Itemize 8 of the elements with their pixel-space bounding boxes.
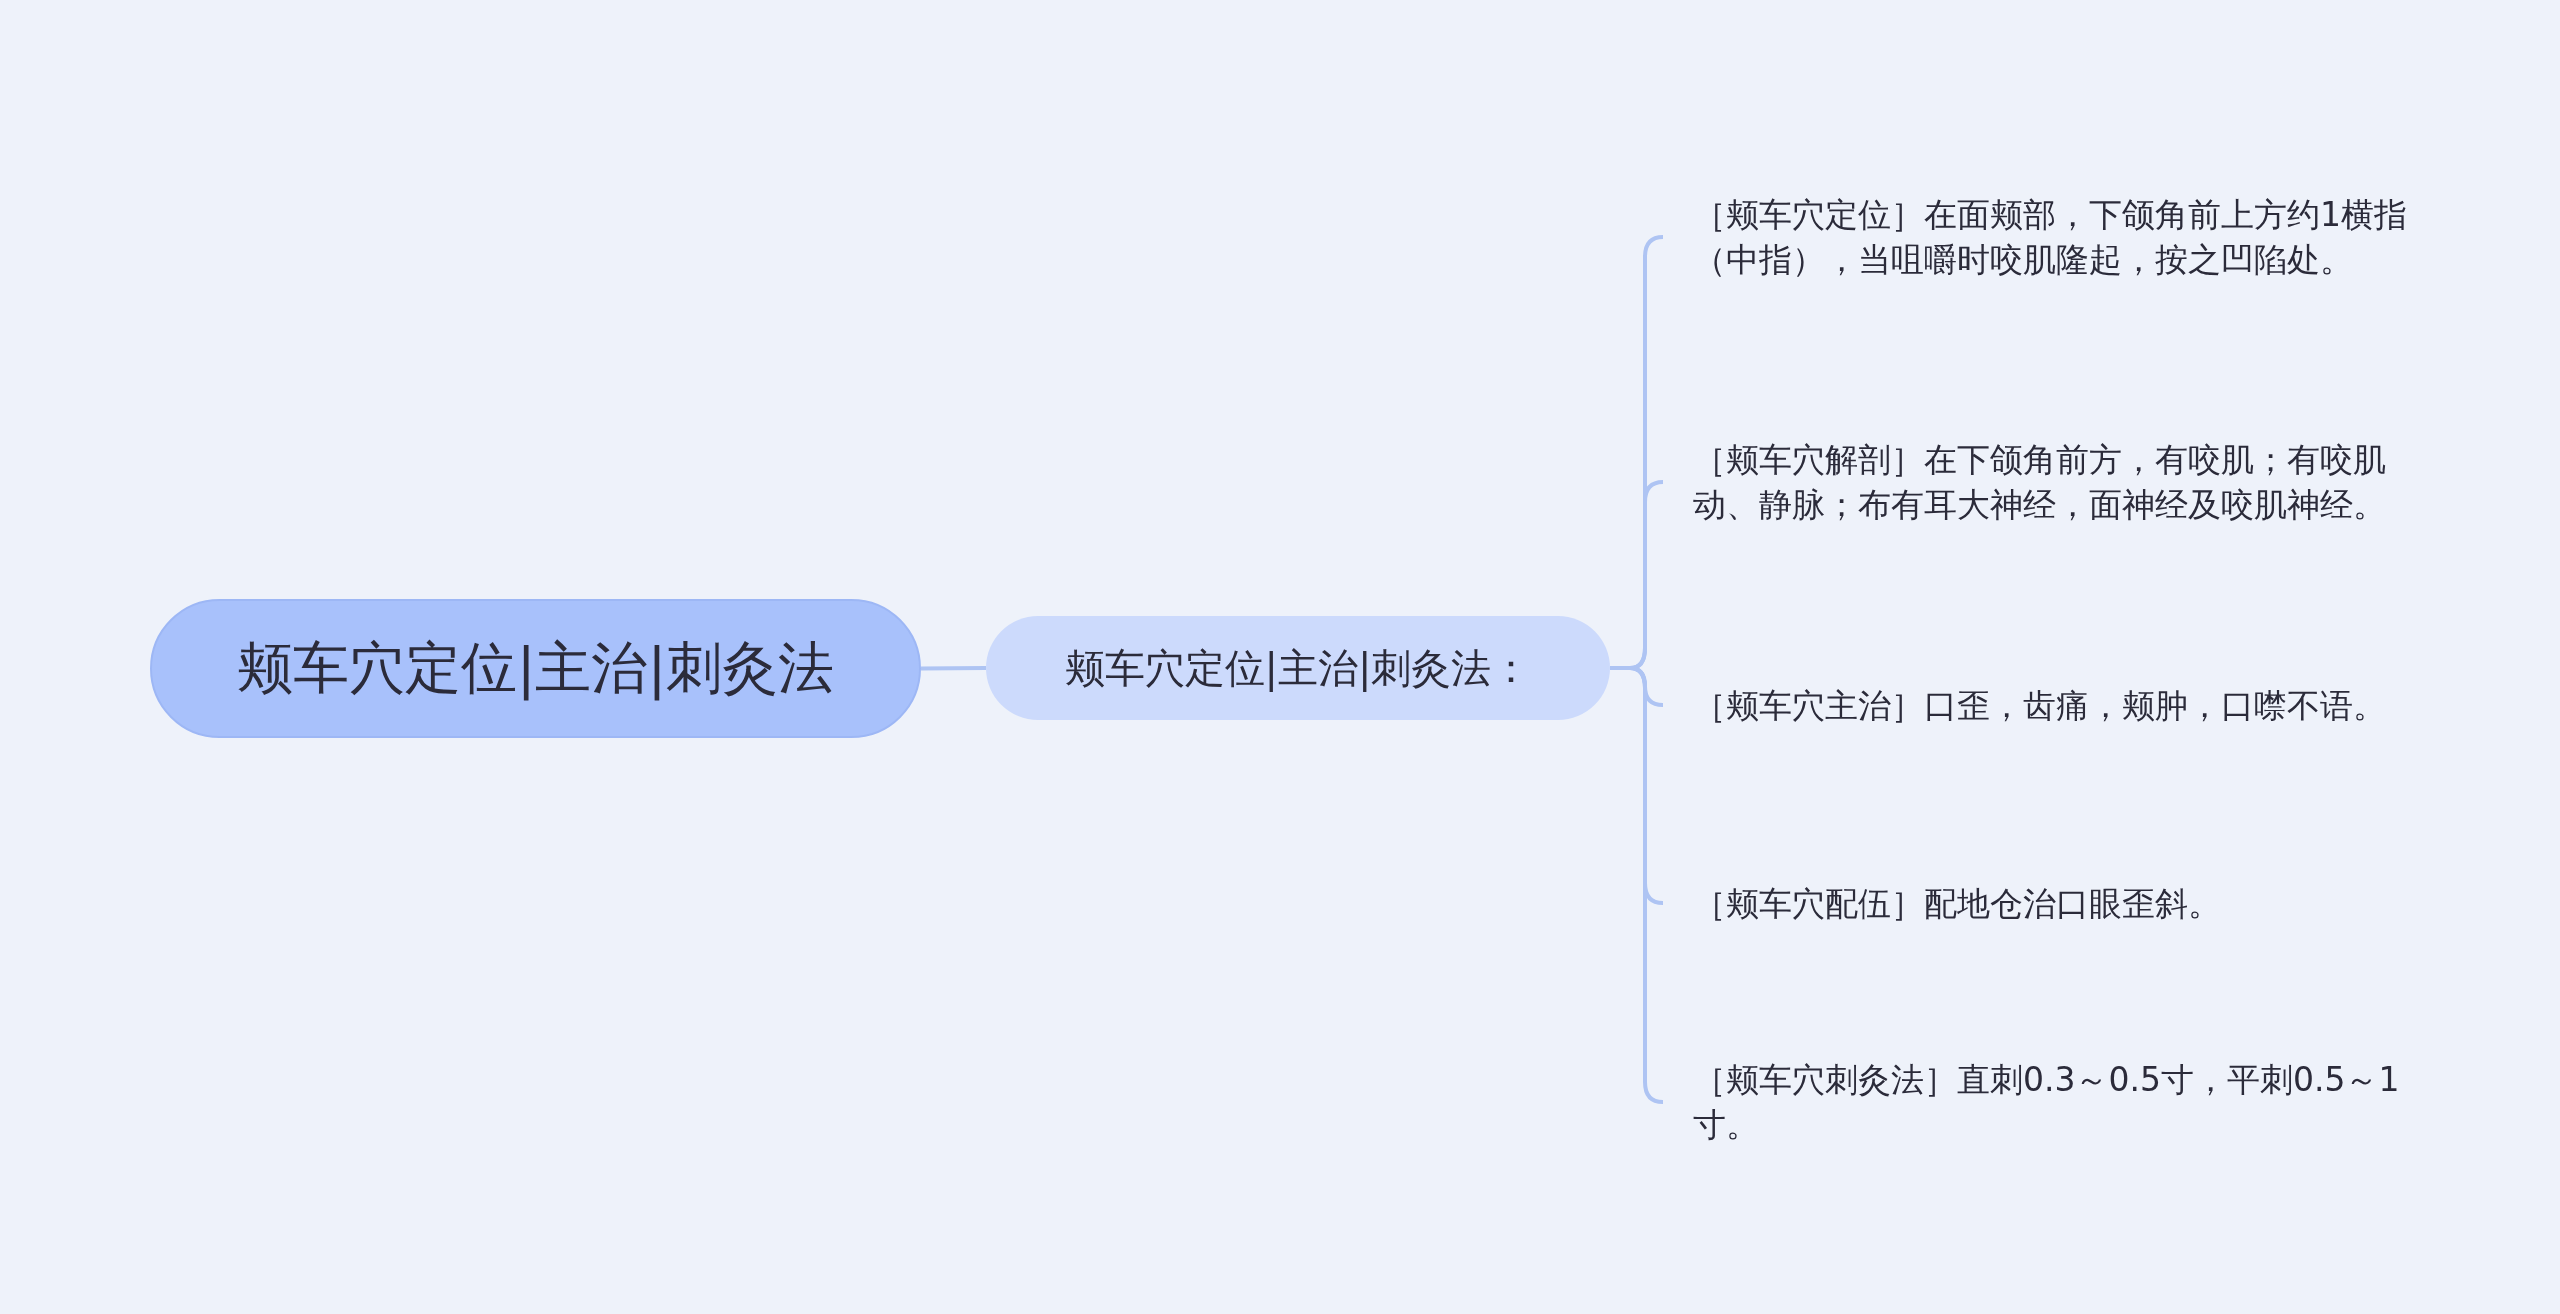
root-topic: 颊车穴定位|主治|刺灸法	[150, 599, 921, 738]
connector-line	[921, 666, 986, 671]
branch-text: ［颊车穴解剖］在下颌角前方，有咬肌；有咬肌动、静脉；布有耳大神经，面神经及咬肌神经。	[1663, 412, 2423, 552]
branch-text: ［颊车穴刺灸法］直刺0.3～0.5寸，平刺0.5～1寸。	[1663, 1057, 2423, 1147]
branch-text: ［颊车穴定位］在面颊部，下颌角前上方约1横指（中指），当咀嚼时咬肌隆起，按之凹陷处。	[1663, 167, 2423, 307]
branch-text: ［颊车穴主治］口歪，齿痛，颊肿，口噤不语。	[1663, 660, 2423, 750]
subtopic: 颊车穴定位|主治|刺灸法：	[986, 616, 1610, 720]
branch-text: ［颊车穴配伍］配地仓治口眼歪斜。	[1663, 858, 2423, 948]
